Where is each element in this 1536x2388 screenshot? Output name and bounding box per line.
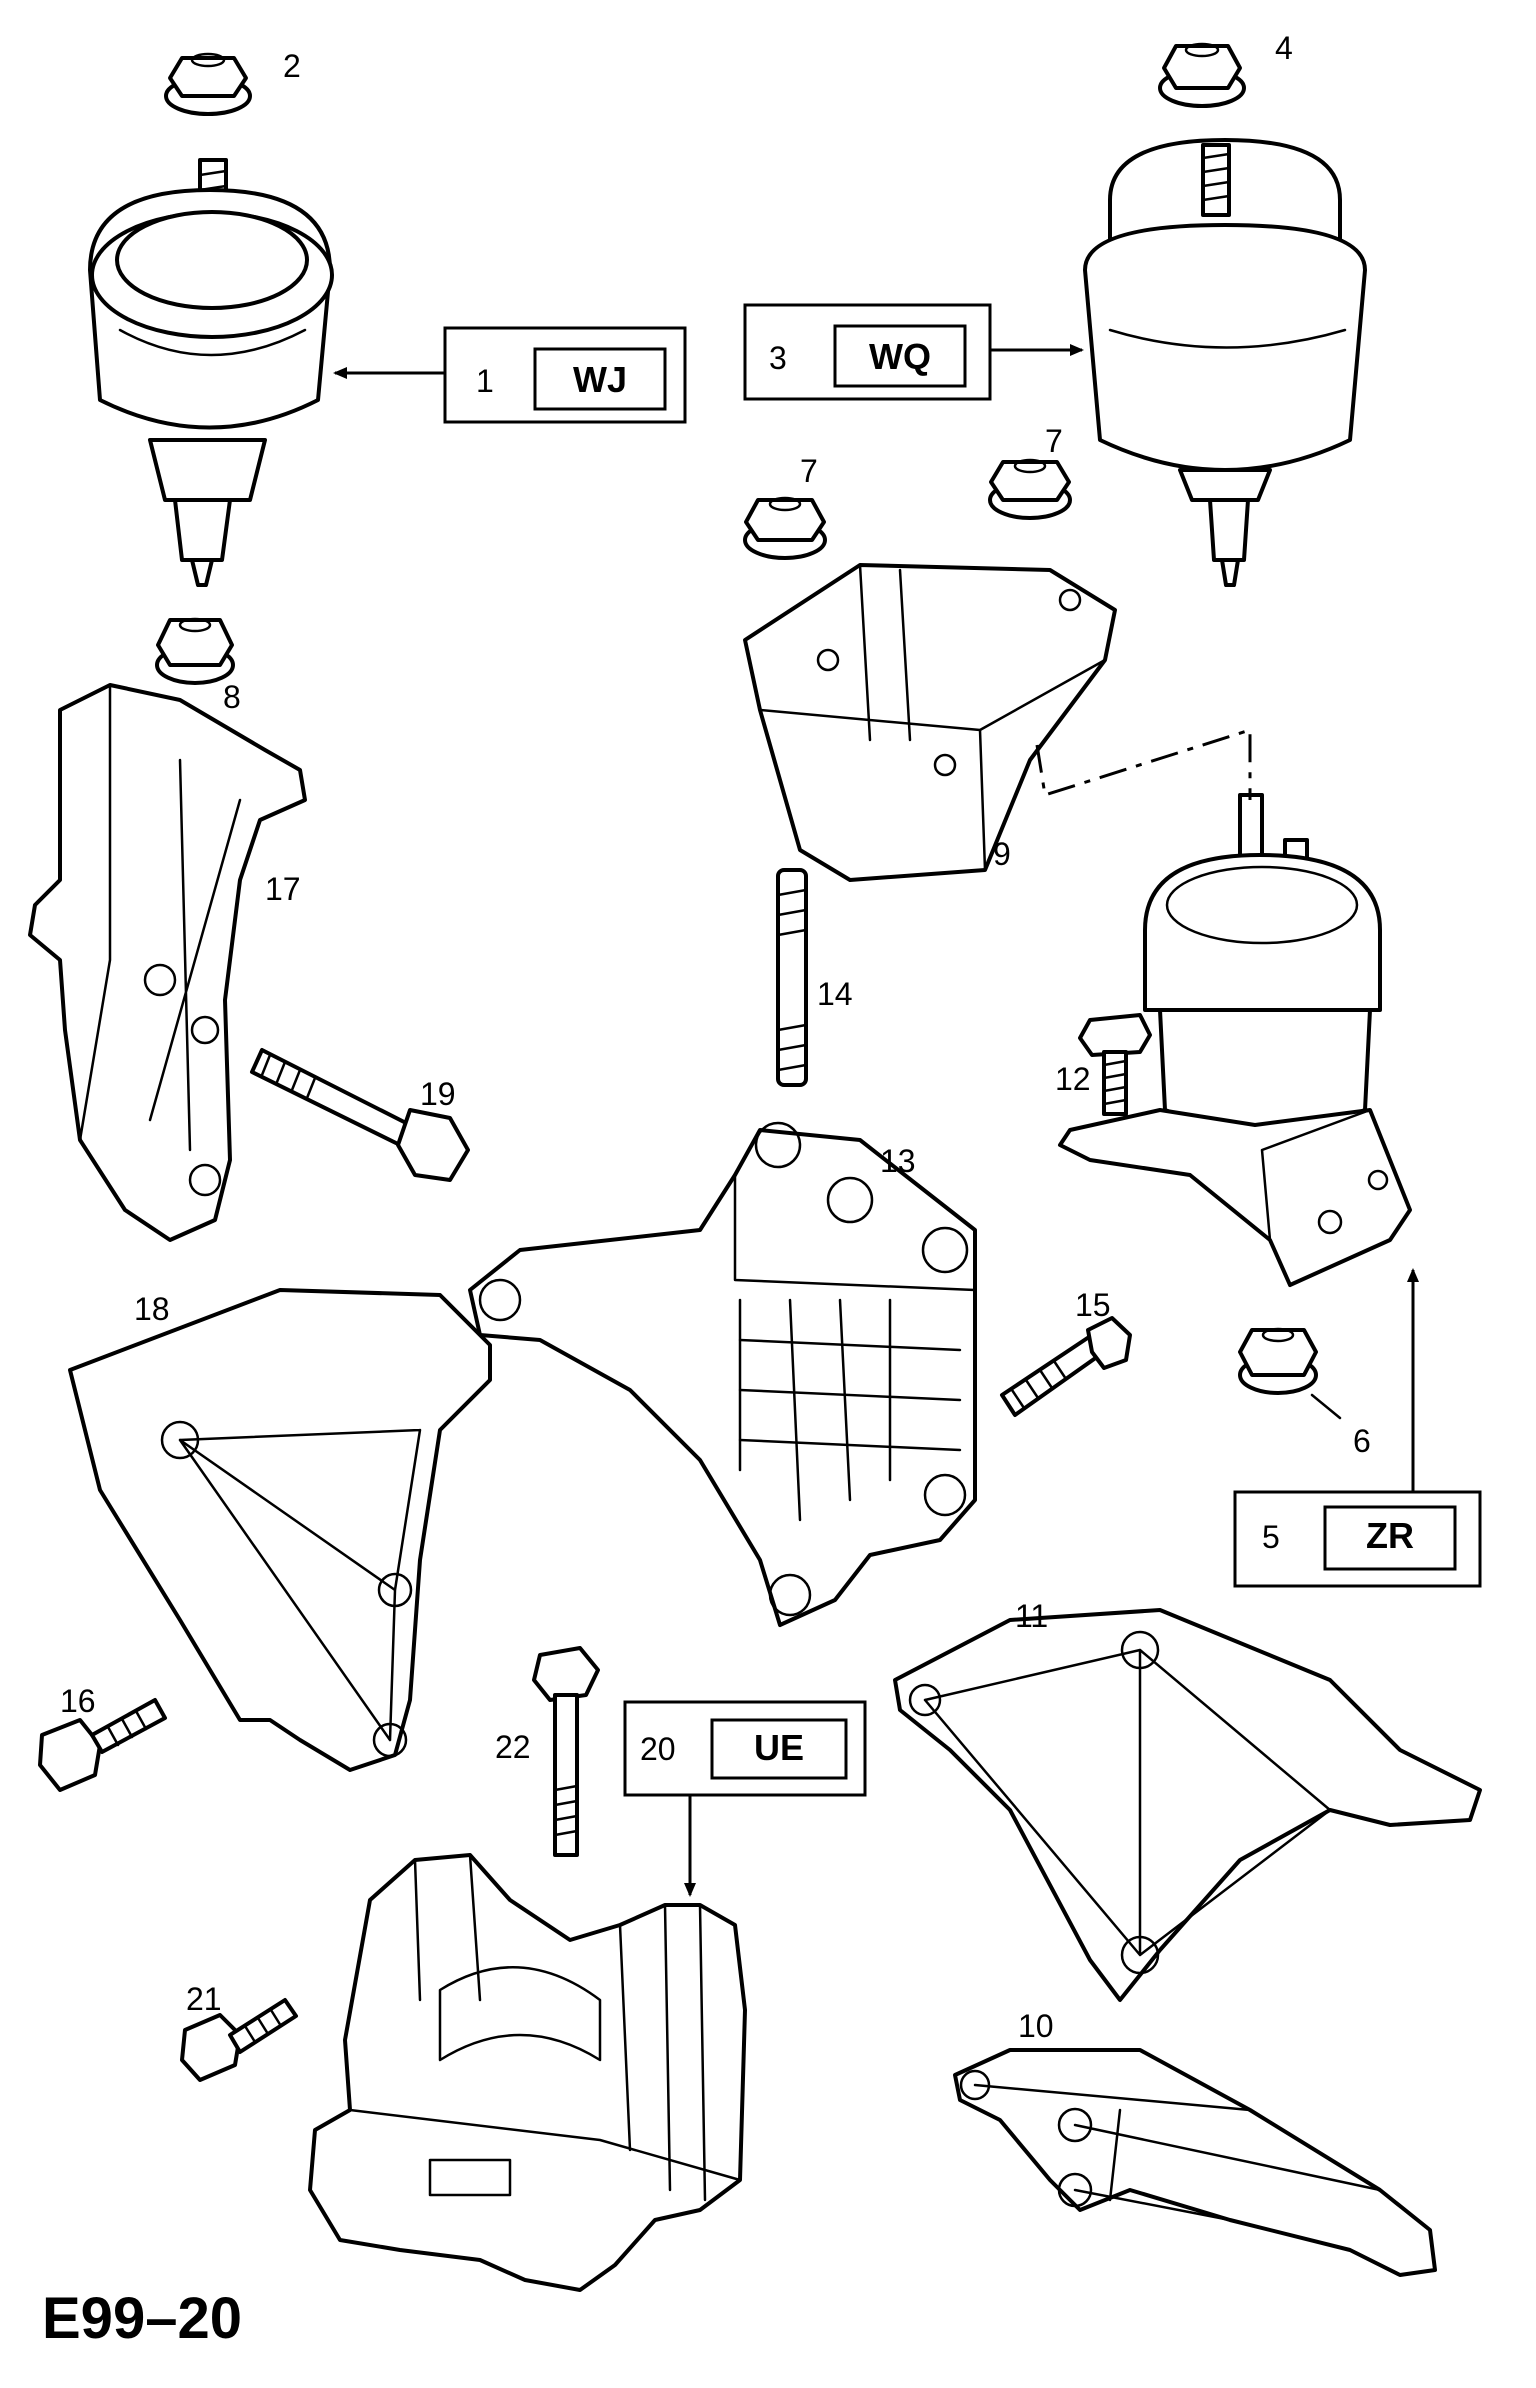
part-11-bracket bbox=[893, 1608, 1482, 2002]
part-8-nut bbox=[155, 617, 235, 685]
part-1-engine-mount-wj bbox=[88, 158, 334, 587]
callout-zr-number: 5 bbox=[1262, 1519, 1280, 1555]
callout-ue-code: UE bbox=[754, 1727, 804, 1768]
part-20-mount-ue bbox=[308, 1853, 747, 2292]
part-4-nut bbox=[1158, 42, 1246, 108]
label-part-11: 11 bbox=[1015, 1598, 1048, 1634]
callout-wq-code: WQ bbox=[869, 336, 931, 377]
label-part-19: 19 bbox=[420, 1076, 456, 1112]
label-part-4: 4 bbox=[1275, 30, 1293, 66]
part-7-nut-right bbox=[988, 458, 1072, 520]
callout-box-zr: 5 ZR bbox=[1233, 1490, 1482, 1588]
label-part-8: 8 bbox=[223, 679, 241, 715]
part-9-bracket bbox=[743, 563, 1117, 882]
callout-zr-code: ZR bbox=[1366, 1515, 1414, 1556]
label-part-21: 21 bbox=[186, 1981, 222, 2017]
label-part-12: 12 bbox=[1055, 1061, 1091, 1097]
part-12-bolt bbox=[1078, 1013, 1152, 1116]
part-19-bolt bbox=[250, 1048, 470, 1182]
part-22-bolt bbox=[532, 1646, 600, 1857]
label-part-18: 18 bbox=[134, 1291, 170, 1327]
part-14-stud bbox=[776, 868, 808, 1087]
label-part-15: 15 bbox=[1075, 1287, 1111, 1323]
part-15-bolt bbox=[1000, 1316, 1132, 1417]
leader-6 bbox=[1310, 1393, 1342, 1420]
alignment-line-9-5 bbox=[1035, 727, 1252, 800]
part-17-bracket bbox=[28, 683, 307, 1242]
part-6-nut bbox=[1238, 1327, 1318, 1395]
part-21-bolt bbox=[180, 1998, 298, 2082]
callout-box-wq: 3 WQ bbox=[743, 303, 992, 401]
callout-wj-number: 1 bbox=[476, 363, 494, 399]
callout-box-wj: 1 WJ bbox=[443, 326, 687, 424]
part-13-bracket bbox=[468, 1121, 977, 1627]
label-part-7-left: 7 bbox=[800, 453, 818, 489]
part-7-nut-left bbox=[743, 496, 827, 560]
part-18-bracket-plate bbox=[68, 1288, 492, 1772]
label-part-10: 10 bbox=[1018, 2008, 1054, 2044]
figure-id: E99–20 bbox=[42, 2286, 242, 2351]
part-10-bracket bbox=[953, 2048, 1437, 2277]
label-part-14: 14 bbox=[817, 976, 853, 1012]
part-16-bolt bbox=[38, 1698, 167, 1792]
callout-wq-number: 3 bbox=[769, 340, 787, 376]
part-5-engine-mount-zr bbox=[1058, 793, 1412, 1287]
label-part-22: 22 bbox=[495, 1729, 531, 1765]
label-part-6: 6 bbox=[1353, 1423, 1371, 1459]
part-2-nut bbox=[164, 52, 252, 116]
label-part-2: 2 bbox=[283, 48, 301, 84]
callout-box-ue: 20 UE bbox=[623, 1700, 867, 1797]
label-part-16: 16 bbox=[60, 1683, 96, 1719]
part-3-engine-mount-wq bbox=[1083, 138, 1367, 587]
label-part-7-right: 7 bbox=[1045, 423, 1063, 459]
label-part-13: 13 bbox=[880, 1143, 916, 1179]
label-part-17: 17 bbox=[265, 871, 301, 907]
callout-wj-code: WJ bbox=[573, 359, 627, 400]
callout-ue-number: 20 bbox=[640, 1731, 676, 1767]
label-part-9: 9 bbox=[993, 836, 1011, 872]
